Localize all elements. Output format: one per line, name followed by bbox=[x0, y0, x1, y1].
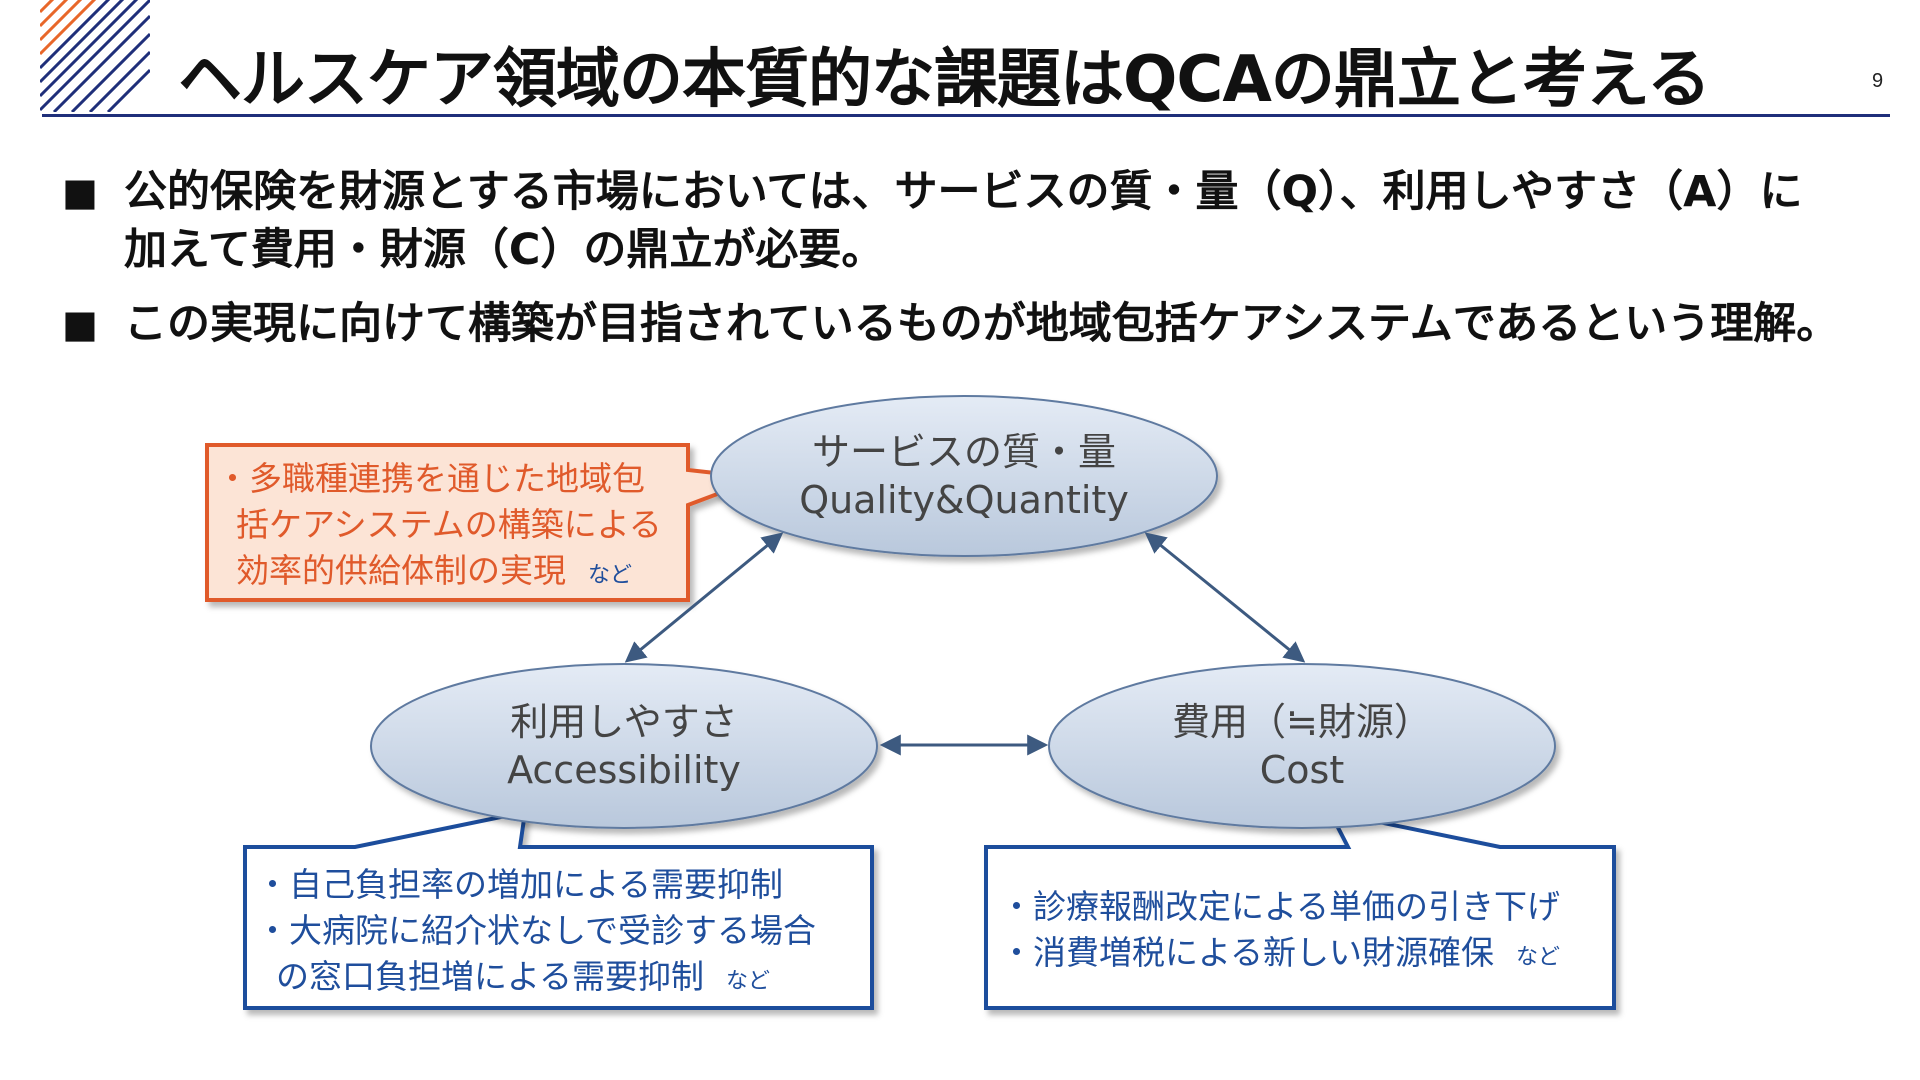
access-label-jp: 利用しやすさ bbox=[510, 700, 738, 744]
quality-note-line-1: ・多職種連携を通じた地域包 bbox=[216, 459, 645, 498]
access-note-line-1: ・自己負担率の増加による需要抑制 bbox=[256, 865, 784, 904]
bullet-item-1: ■ 公的保険を財源とする市場においては、サービスの質・量（Q）、利用しやすさ（A… bbox=[62, 163, 1884, 279]
quality-label: サービスの質・量 Quality&Quantity bbox=[764, 428, 1164, 524]
access-note-etc: など bbox=[726, 969, 771, 994]
bullet-2-line-1: この実現に向けて構築が目指されているものが地域包括ケアシステムであるという理解。 bbox=[124, 299, 1840, 349]
title-divider bbox=[42, 114, 1890, 117]
quality-note-line-2: 括ケアシステムの構築による bbox=[236, 505, 662, 544]
arrow-quality-cost bbox=[1144, 532, 1306, 663]
quality-note-line-3: 効率的供給体制の実現など bbox=[216, 548, 662, 599]
access-label: 利用しやすさ Accessibility bbox=[424, 698, 824, 794]
quality-note-line-3-text: 効率的供給体制の実現 bbox=[236, 551, 566, 590]
access-note-callout bbox=[243, 809, 874, 1010]
access-ellipse bbox=[370, 663, 878, 829]
cost-ellipse bbox=[1048, 663, 1556, 829]
cost-note-etc: など bbox=[1516, 945, 1561, 970]
access-note-line-3: の窓口負担増による需要抑制など bbox=[256, 954, 816, 1005]
slide-title: ヘルスケア領域の本質的な課題はQCAの鼎立と考える bbox=[178, 43, 1711, 117]
arrow-quality-access bbox=[624, 532, 784, 663]
access-note-line-3-text: の窓口負担増による需要抑制 bbox=[276, 957, 705, 996]
bullet-1-line-1: 公的保険を財源とする市場においては、サービスの質・量（Q）、利用しやすさ（A）に bbox=[124, 167, 1803, 217]
cost-note-line-2: ・消費増税による新しい財源確保など bbox=[1000, 930, 1560, 981]
cost-label: 費用（≒財源） Cost bbox=[1102, 698, 1502, 794]
access-note-line-2: ・大病院に紹介状なしで受診する場合 bbox=[256, 911, 817, 950]
cost-note: ・診療報酬改定による単価の引き下げ ・消費増税による新しい財源確保など bbox=[1000, 884, 1560, 981]
square-bullet-icon: ■ bbox=[62, 302, 98, 346]
square-bullet-icon: ■ bbox=[62, 170, 98, 214]
cost-label-en: Cost bbox=[1259, 748, 1345, 792]
quality-ellipse bbox=[710, 395, 1218, 557]
quality-label-jp: サービスの質・量 bbox=[811, 430, 1116, 474]
quality-label-en: Quality&Quantity bbox=[799, 478, 1129, 522]
cost-label-jp: 費用（≒財源） bbox=[1172, 700, 1432, 744]
cost-note-callout bbox=[984, 809, 1616, 1010]
cost-note-line-1: ・診療報酬改定による単価の引き下げ bbox=[1000, 887, 1561, 926]
corner-stripes-decoration bbox=[40, 0, 150, 112]
cost-note-line-2-text: ・消費増税による新しい財源確保 bbox=[1000, 933, 1495, 972]
access-note: ・自己負担率の増加による需要抑制 ・大病院に紹介状なしで受診する場合 の窓口負担… bbox=[256, 862, 816, 1005]
quality-note: ・多職種連携を通じた地域包 括ケアシステムの構築による 効率的供給体制の実現など bbox=[216, 456, 662, 599]
access-label-en: Accessibility bbox=[507, 748, 741, 792]
bullet-item-2: ■ この実現に向けて構築が目指されているものが地域包括ケアシステムであるという理… bbox=[62, 295, 1904, 353]
quality-note-etc: など bbox=[588, 563, 633, 588]
page-number: 9 bbox=[1872, 70, 1884, 92]
bullet-1-line-2: 加えて費用・財源（C）の鼎立が必要。 bbox=[124, 225, 885, 275]
